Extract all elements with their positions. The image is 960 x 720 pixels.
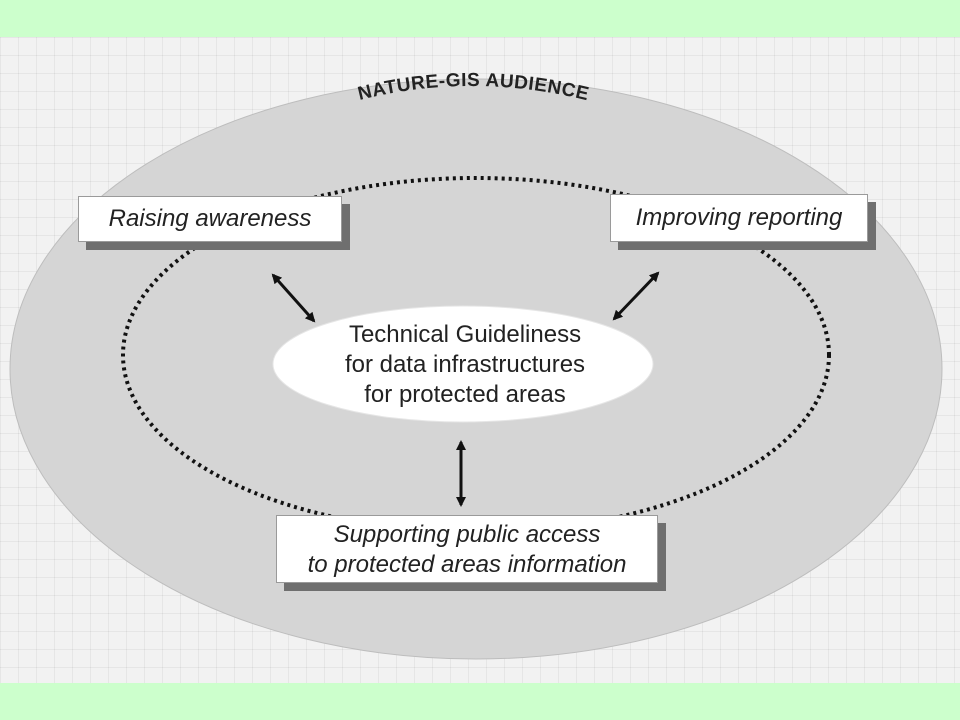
arrow-improving-center [612, 271, 660, 321]
center-line-1: Technical Guideliness [348, 321, 582, 348]
center-line-3: for protected areas [364, 381, 566, 408]
improving-reporting-box: Improving reporting [610, 194, 868, 242]
raising-awareness-label: Raising awareness [108, 205, 312, 232]
top-band [0, 0, 960, 37]
bottom-band [0, 683, 960, 720]
arrow-raising-center [271, 273, 316, 323]
diagram-area: NATURE-GIS AUDIENCE Raising awareness Im… [0, 37, 960, 683]
center-line-2: for data infrastructures [344, 351, 586, 378]
improving-reporting-label: Improving reporting [635, 204, 843, 231]
center-guidelines-text: Technical Guideliness for data infrastru… [300, 320, 630, 410]
supporting-access-label-line1: Supporting public access [333, 521, 601, 548]
raising-awareness-box: Raising awareness [78, 196, 342, 242]
supporting-access-label-line2: to protected areas information [307, 551, 627, 578]
supporting-access-box: Supporting public access to protected ar… [276, 515, 658, 583]
center-ellipse [272, 305, 654, 423]
